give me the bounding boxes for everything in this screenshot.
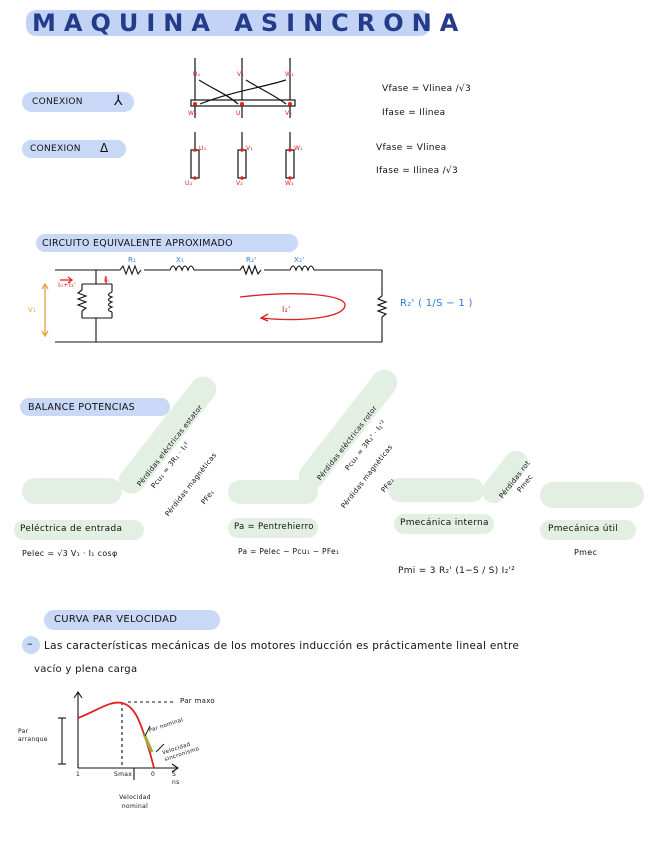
tick-1: 1 bbox=[76, 771, 81, 778]
tick-ns: ns bbox=[172, 779, 180, 786]
page-title: MAQUINA ASINCRONA bbox=[32, 9, 467, 37]
delta-connection-diagram bbox=[190, 132, 295, 179]
delta-voltage-equation: Vfase = Vlinea bbox=[376, 143, 447, 153]
p-out-box bbox=[540, 520, 636, 540]
r2-label: R₂' bbox=[246, 256, 257, 264]
star-terminal-u2: U₂ bbox=[236, 110, 244, 117]
p-out-label: Pmecánica útil bbox=[548, 524, 619, 534]
p-gap-equation: Pa = Pelec − Pcu₁ − PFe₁ bbox=[238, 547, 340, 556]
star-symbol: ⅄ bbox=[114, 93, 123, 109]
star-voltage-equation: Vfase = Vlinea /√3 bbox=[382, 84, 471, 94]
star-terminal-w2: W₂ bbox=[188, 110, 197, 117]
tick-s: S bbox=[172, 771, 177, 778]
delta-terminal-v2: V₂ bbox=[236, 180, 244, 187]
load-resistance-label: R₂' ( 1/S − 1 ) bbox=[400, 298, 473, 309]
curve-text-line1: Las características mecánicas de los mot… bbox=[44, 640, 520, 652]
x1-label: X₁ bbox=[176, 256, 185, 264]
velocidad-nominal-label: Velocidad nominal bbox=[119, 794, 151, 810]
bullet-highlight bbox=[22, 636, 40, 654]
par-max-label: Par maxo bbox=[180, 697, 216, 705]
p-out-sub: Pmec bbox=[574, 548, 598, 557]
balance-heading-highlight bbox=[20, 398, 170, 416]
v1-label: V₁ bbox=[28, 306, 37, 314]
p-in-equation: Pelec = √3 V₁ · I₁ cosφ bbox=[22, 549, 118, 558]
delta-label-highlight bbox=[22, 140, 126, 158]
star-current-equation: Ifase = Ilinea bbox=[382, 108, 446, 118]
bullet-mark: – bbox=[27, 637, 33, 650]
i2-label: I₂' bbox=[282, 305, 291, 314]
output-arrow-band bbox=[540, 482, 644, 508]
delta-terminal-w1: W₁ bbox=[294, 145, 303, 152]
curve-text-line2: vacío y plena carga bbox=[34, 664, 138, 675]
title-highlight bbox=[26, 10, 430, 36]
linear-segment bbox=[142, 733, 154, 753]
torque-curve bbox=[77, 701, 155, 769]
delta-terminal-w2: W₂ bbox=[285, 180, 294, 187]
delta-terminal-u2: U₂ bbox=[185, 180, 193, 187]
star-terminal-w1: W₁ bbox=[285, 71, 294, 78]
r1-label: R₁ bbox=[128, 256, 137, 264]
curve-heading-highlight bbox=[44, 610, 220, 630]
balance-heading: BALANCE POTENCIAS bbox=[28, 402, 135, 413]
delta-terminal-u1: U₁ bbox=[199, 145, 207, 152]
p-gap-box bbox=[228, 518, 318, 538]
star-terminal-v1: V₁ bbox=[237, 71, 245, 78]
input-arrow-band bbox=[22, 478, 122, 504]
delta-terminal-v1: V₁ bbox=[246, 145, 254, 152]
p-mec-int-box bbox=[394, 514, 494, 534]
star-connection-label: CONEXION bbox=[32, 97, 83, 107]
p-in-label: Peléctrica de entrada bbox=[20, 524, 123, 534]
delta-connection-label: CONEXION bbox=[30, 144, 81, 154]
star-terminal-u1: U₁ bbox=[193, 71, 201, 78]
p-mec-int-equation: Pmi = 3 R₂' (1−S / S) I₂'² bbox=[398, 566, 516, 576]
circuit-heading: CIRCUITO EQUIVALENTE APROXIMADO bbox=[42, 238, 233, 249]
equivalent-circuit bbox=[55, 264, 388, 343]
delta-symbol: Δ bbox=[100, 141, 109, 155]
tick-smax: Smax bbox=[114, 771, 133, 778]
p-gap-label: Pa = Pentrehierro bbox=[234, 522, 314, 532]
tick-0: 0 bbox=[151, 771, 156, 778]
star-connection-diagram bbox=[190, 58, 296, 118]
delta-current-equation: Ifase = Ilinea /√3 bbox=[376, 166, 458, 176]
star-terminal-v2: V₂ bbox=[285, 110, 293, 117]
p-in-box bbox=[14, 520, 144, 540]
star-label-highlight bbox=[22, 92, 134, 112]
i0-label: I₀ bbox=[104, 276, 110, 284]
internal-arrow-band bbox=[388, 478, 484, 502]
total-current-label: I₀+I₂' bbox=[58, 281, 77, 289]
curve-heading: CURVA PAR VELOCIDAD bbox=[54, 614, 178, 625]
torque-speed-graph bbox=[58, 691, 179, 780]
p-mec-int-label: Pmecánica interna bbox=[400, 518, 489, 528]
circuit-heading-highlight bbox=[36, 234, 298, 252]
x2-label: X₂' bbox=[294, 256, 305, 264]
par-arranque-label: Par arranque bbox=[18, 728, 48, 743]
